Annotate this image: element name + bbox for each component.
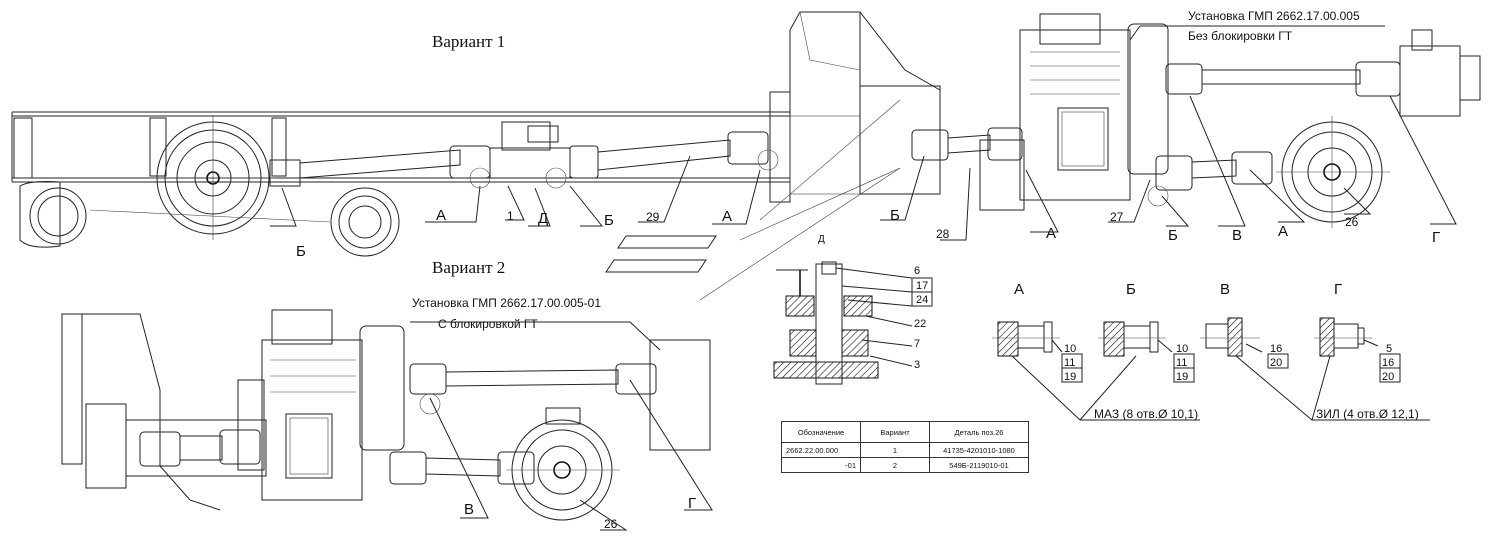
callout: Г bbox=[688, 495, 696, 512]
callout: Б bbox=[296, 243, 306, 260]
axle-hub-variant2 bbox=[506, 407, 620, 521]
view-v-drawing bbox=[1200, 317, 1289, 369]
callout: В bbox=[464, 501, 474, 518]
table-header: Деталь поз.26 bbox=[929, 421, 1029, 443]
callout: 29 bbox=[646, 210, 660, 224]
rear-axle-hub bbox=[19, 115, 400, 257]
view-pos: 20 bbox=[1382, 371, 1394, 383]
view-pos: 11 bbox=[1176, 357, 1187, 369]
variant2-install-note: С блокировкой ГТ bbox=[438, 317, 538, 331]
detail-d-pos: 22 bbox=[914, 318, 926, 330]
view-pos: 10 bbox=[1064, 343, 1076, 355]
table-header: Обозначение bbox=[781, 421, 861, 443]
table-cell: 41735-4201010-1080 bbox=[929, 442, 1029, 458]
table-header: Вариант bbox=[860, 421, 930, 443]
view-v-label: В bbox=[1220, 281, 1230, 298]
detail-d-pos: 17 bbox=[916, 280, 928, 292]
callout: А bbox=[436, 207, 446, 224]
view-pos: 16 bbox=[1382, 357, 1394, 369]
view-g-drawing bbox=[1314, 317, 1401, 383]
callout: А bbox=[1046, 225, 1056, 242]
view-pos: 10 bbox=[1176, 343, 1188, 355]
variant1-view bbox=[11, 11, 1481, 301]
view-b-drawing bbox=[1098, 321, 1195, 383]
front-axle-hub bbox=[1147, 116, 1390, 228]
view-b-label: Б bbox=[1126, 281, 1136, 298]
variant1-title: Вариант 1 bbox=[432, 32, 505, 51]
callout: 26 bbox=[604, 517, 618, 531]
propeller-shaft-variant2 bbox=[389, 339, 711, 485]
callout: А bbox=[722, 208, 732, 225]
table-cell: 2662.22.00.000 bbox=[781, 442, 861, 458]
detail-d-pos: 3 bbox=[914, 359, 920, 371]
callout: А bbox=[1278, 223, 1288, 240]
view-pos: 19 bbox=[1064, 371, 1076, 383]
detail-d-pos: 7 bbox=[914, 338, 920, 350]
table-cell: 2 bbox=[860, 457, 930, 473]
gearbox-variant2 bbox=[237, 309, 405, 501]
view-pos: 11 bbox=[1064, 357, 1075, 369]
callout: Д bbox=[538, 210, 548, 227]
variant2-leaders bbox=[410, 321, 713, 531]
callout: 27 bbox=[1110, 210, 1124, 224]
table-row: 2662.22.00.000 1 41735-4201010-1080 bbox=[781, 442, 1029, 458]
table-cell: 1 bbox=[860, 442, 930, 458]
variant1-install-name: Установка ГМП 2662.17.00.005 bbox=[1188, 9, 1360, 23]
view-a-label: А bbox=[1014, 281, 1024, 298]
view-pos: 5 bbox=[1386, 343, 1392, 355]
detail-d-pos: 6 bbox=[914, 265, 920, 277]
view-a-drawing bbox=[992, 321, 1083, 383]
gearbox-variant1 bbox=[859, 13, 1169, 211]
parts-table: Обозначение Вариант Деталь поз.26 2662.2… bbox=[781, 421, 1029, 473]
variant2-install-name: Установка ГМП 2662.17.00.005-01 bbox=[412, 296, 601, 310]
detail-d-link bbox=[605, 99, 901, 301]
view-g-label: Г bbox=[1334, 281, 1342, 298]
callout: Б bbox=[1168, 227, 1178, 244]
table-cell: -01 bbox=[781, 457, 861, 473]
table-row: -01 2 549Б-2119010-01 bbox=[781, 457, 1029, 473]
note-zil: ЗИЛ (4 отв.Ø 12,1) bbox=[1316, 407, 1419, 421]
detail-d-pos: 24 bbox=[916, 294, 928, 306]
callout: В bbox=[1232, 227, 1242, 244]
variant2-title: Вариант 2 bbox=[432, 258, 505, 277]
callout: 1 bbox=[507, 209, 514, 223]
table-cell: 549Б-2119010-01 bbox=[929, 457, 1029, 473]
variant1-install-note: Без блокировки ГТ bbox=[1188, 29, 1293, 43]
view-pos: 16 bbox=[1270, 343, 1282, 355]
view-pos: 19 bbox=[1176, 371, 1188, 383]
variant2-view bbox=[61, 309, 713, 531]
table-header-row: Обозначение Вариант Деталь поз.26 bbox=[781, 421, 1029, 443]
variant1-leaders bbox=[270, 25, 1457, 241]
labels: Вариант 1 Вариант 2 Установка ГМП 2662.1… bbox=[296, 9, 1440, 531]
view-pos: 20 bbox=[1270, 357, 1282, 369]
callout: 26 bbox=[1345, 215, 1359, 229]
detail-d-label: Д bbox=[818, 234, 825, 245]
bolt-views bbox=[992, 317, 1430, 421]
note-maz: МАЗ (8 отв.Ø 10,1) bbox=[1094, 407, 1198, 421]
detail-d-section bbox=[773, 261, 933, 385]
propeller-shaft-2 bbox=[911, 29, 1481, 191]
callout: 28 bbox=[936, 227, 950, 241]
propeller-shaft-1 bbox=[269, 121, 779, 189]
callout: Г bbox=[1432, 229, 1440, 246]
callout: Б bbox=[890, 207, 900, 224]
callout: Б bbox=[604, 212, 614, 229]
